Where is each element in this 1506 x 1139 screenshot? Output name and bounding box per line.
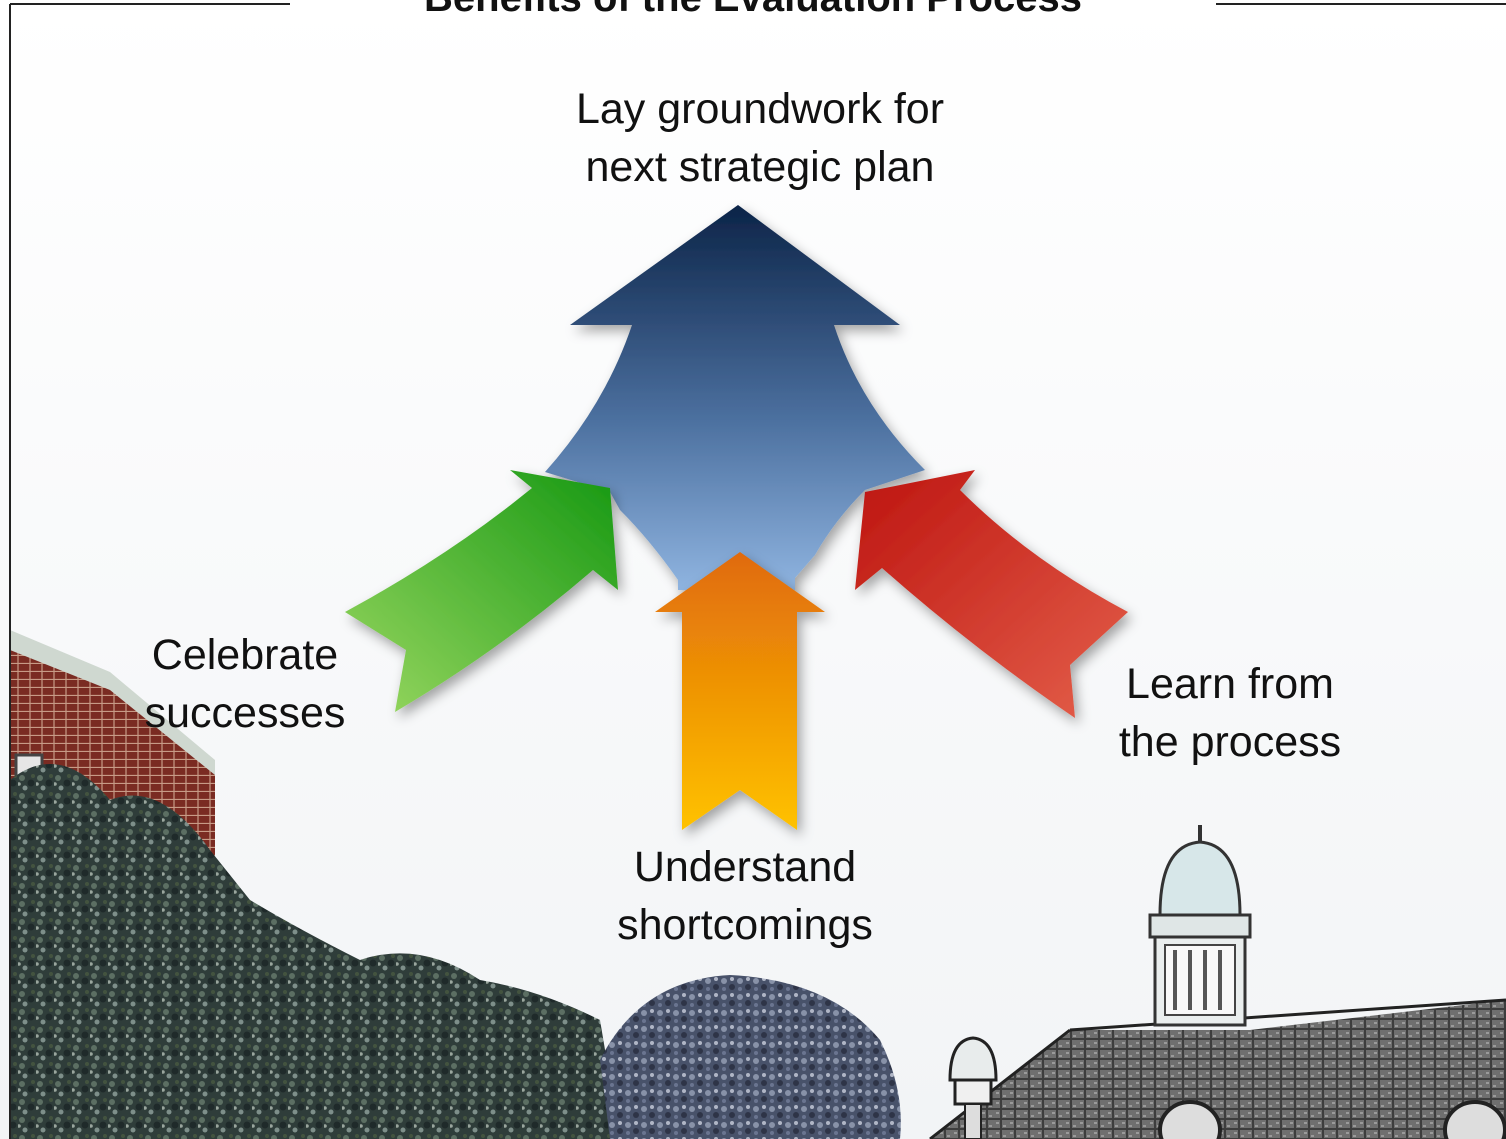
learn-label-line2: the process: [1118, 718, 1342, 766]
right-input-arrow: [855, 470, 1128, 718]
celebrate-label-line2: successes: [144, 689, 346, 737]
goal-arrow: [545, 205, 925, 590]
goal-label: Lay groundwork for next strategic plan: [470, 80, 1050, 196]
goal-label-line1: Lay groundwork for: [575, 85, 945, 133]
left-input-arrow: [345, 470, 618, 712]
cupola: [1148, 825, 1252, 1027]
slide-title-text: Benefits of the Evaluation Process: [398, 0, 1108, 20]
understand-label-line1: Understand: [633, 843, 857, 891]
lamp-post: [948, 1036, 998, 1139]
celebrate-label: Celebrate successes: [60, 626, 430, 742]
trees: [10, 764, 901, 1139]
celebrate-label-line1: Celebrate: [151, 631, 339, 679]
slide-title: Benefits of the Evaluation Process: [0, 0, 1506, 21]
bottom-input-arrow: [655, 552, 825, 830]
learn-label-line1: Learn from: [1126, 660, 1334, 708]
goal-label-line2: next strategic plan: [585, 143, 935, 191]
roof-building: [929, 998, 1506, 1139]
understand-label-line2: shortcomings: [617, 901, 873, 949]
understand-label: Understand shortcomings: [520, 838, 970, 954]
learn-label: Learn from the process: [1055, 655, 1405, 771]
